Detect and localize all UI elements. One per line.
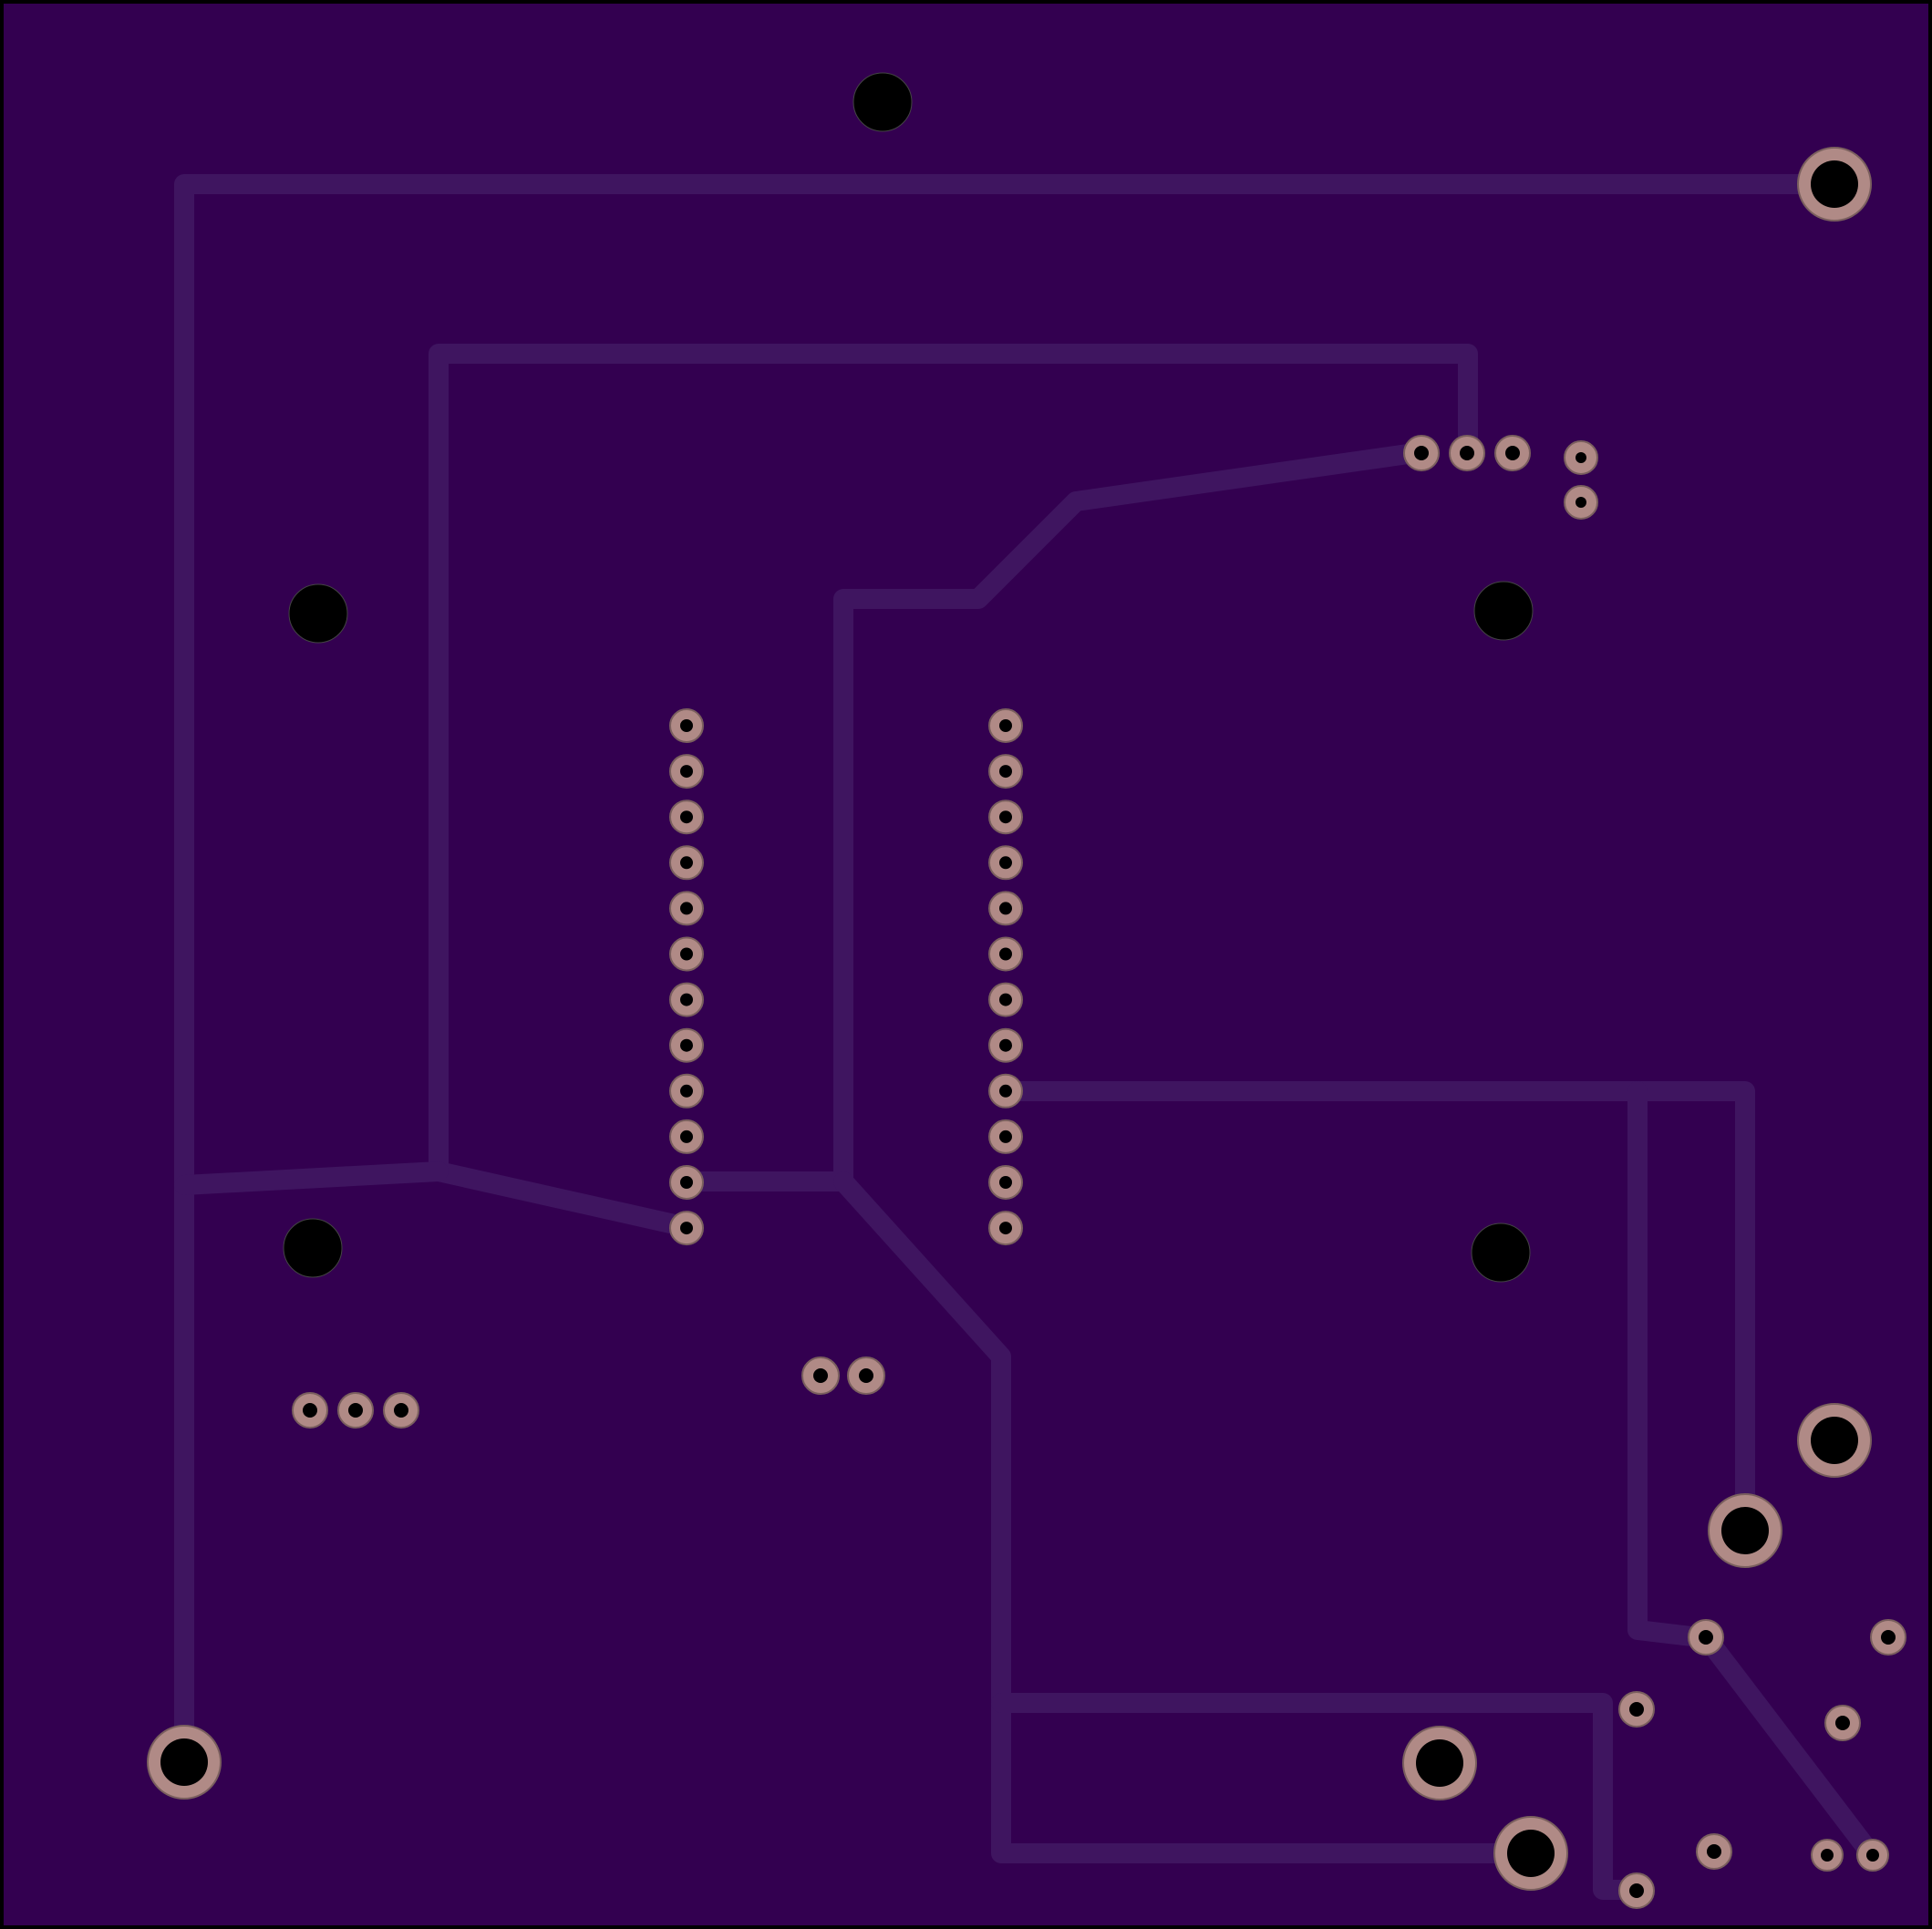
small-pad-drill (1866, 1849, 1879, 1862)
small-pad-drill (1576, 452, 1586, 463)
small-pad-drill (1576, 497, 1586, 508)
trace-right-branch (1627, 1081, 1883, 1866)
small-pad-drill (1699, 1630, 1713, 1645)
large-pad-drill (160, 1738, 208, 1786)
large-pad-drill (1416, 1739, 1463, 1787)
trace-center-down (833, 1171, 1542, 1863)
trace-left-bus (174, 1161, 449, 1195)
connector-left-pad-drill (303, 1403, 317, 1418)
header-left-pad-drill (680, 1038, 693, 1052)
mount-hole (283, 1218, 343, 1278)
through-hole-pads (147, 147, 1906, 1909)
connector-left-pad-drill (394, 1403, 408, 1418)
header-left-pad-drill (680, 1222, 693, 1235)
header-left-pad-drill (680, 810, 693, 824)
header-right-pad-drill (999, 902, 1012, 915)
header-right-pad-drill (999, 1084, 1012, 1098)
mount-hole (1473, 581, 1534, 641)
header-right-pad-drill (999, 993, 1012, 1006)
trace-header-diagonal (677, 442, 1431, 1191)
header-right-pad-drill (999, 947, 1012, 961)
mount-hole (1471, 1222, 1531, 1283)
connector-top-pad-drill (1460, 446, 1474, 460)
trace-inner-loop (429, 344, 1478, 1237)
header-left-pad-drill (680, 1176, 693, 1189)
mount-hole (852, 72, 913, 132)
header-right-pad-drill (999, 1130, 1012, 1143)
small-pad-drill (1629, 1702, 1644, 1717)
header-right-pad-drill (999, 810, 1012, 824)
small-pad-drill (1835, 1716, 1850, 1730)
large-pad-drill (1811, 160, 1858, 208)
small-pad-drill (1707, 1844, 1721, 1859)
small-pad-drill (1821, 1849, 1834, 1862)
connector-center-pad-drill (813, 1368, 828, 1383)
header-left-pad-drill (680, 856, 693, 870)
small-pad-drill (1629, 1883, 1644, 1898)
header-right-pad-drill (999, 856, 1012, 870)
small-pad-drill (1881, 1630, 1896, 1645)
connector-top-pad-drill (1505, 446, 1520, 460)
header-right-pad-drill (999, 765, 1012, 779)
trace-right-header (996, 1081, 1755, 1542)
header-left-pad-drill (680, 765, 693, 779)
header-left-pad-drill (680, 1130, 693, 1143)
connector-center-pad-drill (859, 1368, 873, 1383)
connector-left-pad-drill (348, 1403, 363, 1418)
header-right-pad-drill (999, 1176, 1012, 1189)
header-right-pad-drill (999, 719, 1012, 732)
trace-top-loop (174, 174, 1844, 1772)
header-left-pad-drill (680, 1084, 693, 1098)
large-pad-drill (1811, 1417, 1858, 1464)
large-pad-drill (1721, 1507, 1769, 1554)
header-left-pad-drill (680, 993, 693, 1006)
header-left-pad-drill (680, 947, 693, 961)
header-left-pad-drill (680, 719, 693, 732)
large-pad-drill (1507, 1830, 1555, 1877)
header-right-pad-drill (999, 1038, 1012, 1052)
mounting-holes (283, 72, 1534, 1283)
connector-top-pad-drill (1414, 446, 1429, 460)
header-right-pad-drill (999, 1222, 1012, 1235)
header-left-pad-drill (680, 902, 693, 915)
mount-hole (288, 583, 348, 644)
